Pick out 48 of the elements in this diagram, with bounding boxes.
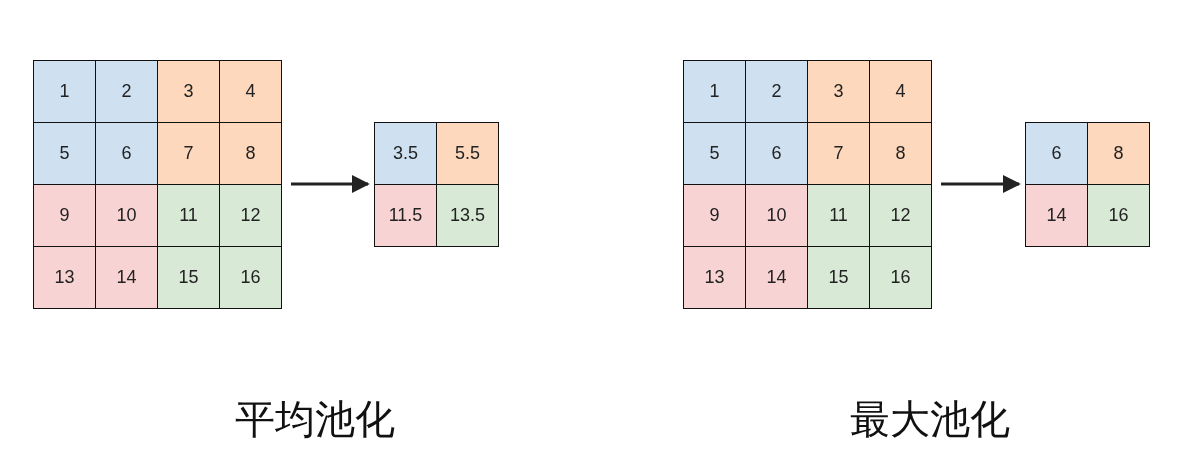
grid-cell: 2 [95,60,158,123]
grid-cell: 10 [95,184,158,247]
grid-cell: 1 [33,60,96,123]
grid-cell: 8 [1087,122,1150,185]
grid-cell: 11 [157,184,220,247]
grid-cell: 13.5 [436,184,499,247]
grid-cell: 3.5 [374,122,437,185]
caption: 平均池化 [235,395,395,444]
arrow [291,175,370,193]
grid [33,60,281,308]
grid-cell: 16 [219,246,282,309]
grid [1025,122,1149,246]
grid-cell: 7 [157,122,220,185]
grid-cell: 12 [219,184,282,247]
grid-cell: 11.5 [374,184,437,247]
grid-cell: 3 [157,60,220,123]
grid-cell: 10 [745,184,808,247]
grid-cell: 13 [33,246,96,309]
grid-cell: 16 [869,246,932,309]
grid-cell: 9 [683,184,746,247]
grid-cell: 16 [1087,184,1150,247]
grid-cell: 5.5 [436,122,499,185]
grid-cell: 2 [745,60,808,123]
grid-cell: 14 [745,246,808,309]
grid [683,60,931,308]
grid-cell: 4 [869,60,932,123]
grid-cell: 8 [219,122,282,185]
grid-cell: 12 [869,184,932,247]
grid-cell: 6 [1025,122,1088,185]
grid-cell: 8 [869,122,932,185]
grid-cell: 15 [807,246,870,309]
grid-cell: 14 [1025,184,1088,247]
arrow [941,175,1021,193]
grid-cell: 1 [683,60,746,123]
grid-cell: 9 [33,184,96,247]
grid-cell: 14 [95,246,158,309]
grid-cell: 15 [157,246,220,309]
grid-cell: 13 [683,246,746,309]
grid-cell: 6 [95,122,158,185]
grid-cell: 11 [807,184,870,247]
grid [374,122,498,246]
grid-cell: 3 [807,60,870,123]
grid-cell: 5 [33,122,96,185]
grid-cell: 4 [219,60,282,123]
grid-cell: 6 [745,122,808,185]
grid-cell: 5 [683,122,746,185]
grid-cell: 7 [807,122,870,185]
caption: 最大池化 [850,395,1010,444]
